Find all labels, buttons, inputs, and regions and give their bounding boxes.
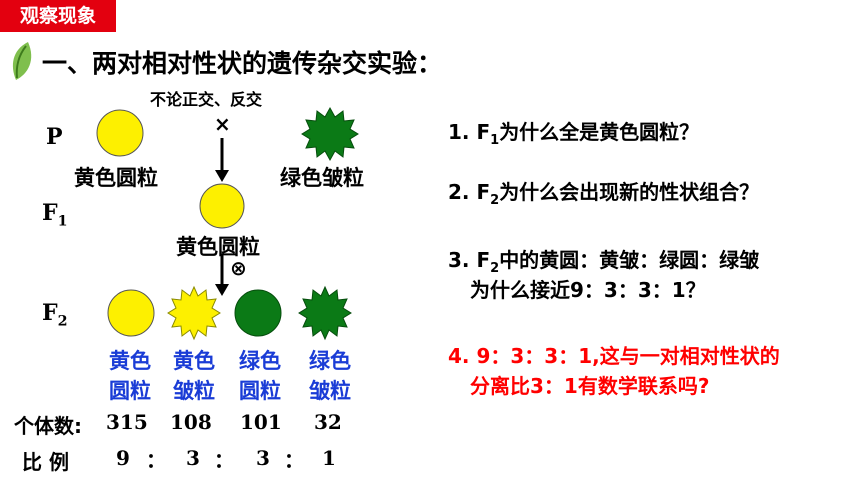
question-2: 2. F2为什么会出现新的性状组合？ [448, 180, 760, 208]
f2-phenotype-2: 黄色 皱粒 [173, 349, 215, 403]
count-label: 个体数: [14, 414, 82, 438]
question-4: 4. 9：3：3：1,这与一对相对性状的 [448, 344, 780, 368]
ratio-value: 1 [322, 446, 336, 470]
leaf-icon [12, 42, 32, 80]
cross-symbol: × [214, 112, 231, 136]
section-tag: 观察现象 [0, 0, 116, 32]
ratio-separator: ： [146, 448, 166, 472]
count-value: 101 [240, 410, 282, 434]
parent-right-label: 绿色皱粒 [280, 166, 364, 190]
page-heading: 一、两对相对性状的遗传杂交实验： [42, 49, 443, 78]
count-value: 315 [106, 410, 148, 434]
question-3-line-2: 为什么接近9：3：3：1？ [470, 278, 706, 302]
pea-green-wrinkled-f2 [298, 285, 352, 341]
pea-yellow-round-p [96, 109, 144, 157]
question-1: 1. F1为什么全是黄色圆粒？ [448, 120, 700, 148]
pea-yellow-round-f2 [107, 289, 155, 337]
parent-left-label: 黄色圆粒 [74, 166, 158, 190]
pea-yellow-round-f1 [199, 183, 245, 229]
pea-green-wrinkled-p [301, 106, 359, 162]
pea-green-round-f2 [234, 289, 282, 337]
ratio-separator: ： [284, 448, 304, 472]
ratio-value: 3 [256, 446, 270, 470]
cross-note: 不论正交、反交 [150, 90, 263, 109]
f2-phenotype-4: 绿色 皱粒 [309, 349, 351, 403]
f2-phenotype-3: 绿色 圆粒 [239, 349, 281, 403]
ratio-value: 9 [116, 446, 130, 470]
generation-f1: F1 [42, 200, 68, 230]
self-cross-symbol: ⊗ [230, 256, 247, 280]
ratio-label: 比 例 [22, 450, 69, 474]
pea-yellow-wrinkled-f2 [167, 285, 221, 341]
question-4-line-2: 分离比3：1有数学联系吗? [470, 374, 710, 398]
f1-label: 黄色圆粒 [176, 235, 260, 259]
question-3: 3. F2中的黄圆：黄皱：绿圆：绿皱 [448, 248, 760, 276]
ratio-separator: ： [214, 448, 234, 472]
generation-f2: F2 [42, 300, 68, 330]
ratio-value: 3 [186, 446, 200, 470]
count-value: 108 [170, 410, 212, 434]
count-value: 32 [314, 410, 342, 434]
generation-p: P [46, 124, 63, 150]
f2-phenotype-1: 黄色 圆粒 [109, 349, 151, 403]
